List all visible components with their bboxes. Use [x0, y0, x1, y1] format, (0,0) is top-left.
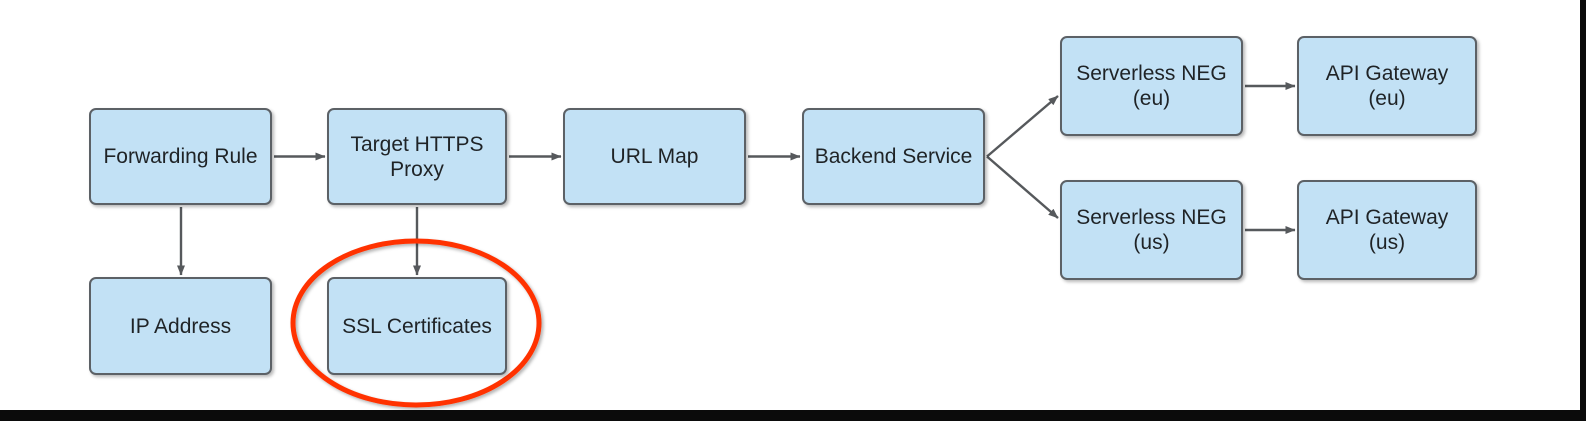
- node-label: Forwarding Rule: [103, 145, 258, 168]
- node-target-https-proxy[interactable]: Target HTTPS Proxy: [327, 108, 507, 205]
- window-bottom-edge: [0, 410, 1586, 421]
- highlight-ellipse: [290, 238, 542, 408]
- node-serverless-neg-us[interactable]: Serverless NEG (us): [1060, 180, 1243, 280]
- window-right-edge: [1580, 0, 1586, 421]
- node-serverless-neg-eu[interactable]: Serverless NEG (eu): [1060, 36, 1243, 136]
- node-label: Target HTTPS Proxy: [350, 132, 484, 181]
- node-label: IP Address: [129, 314, 232, 338]
- edge-backend-service-to-serverless-neg-us: [986, 155, 1059, 219]
- node-url-map[interactable]: URL Map: [563, 108, 746, 205]
- node-label: API Gateway (us): [1325, 206, 1449, 254]
- node-label: Serverless NEG (eu): [1076, 62, 1227, 110]
- node-api-gateway-us[interactable]: API Gateway (us): [1297, 180, 1477, 280]
- node-label: Backend Service: [814, 145, 973, 168]
- node-ip-address[interactable]: IP Address: [89, 277, 272, 375]
- node-backend-service[interactable]: Backend Service: [802, 108, 985, 205]
- node-label: Serverless NEG (us): [1076, 206, 1227, 254]
- node-label: URL Map: [610, 145, 699, 168]
- node-label: API Gateway (eu): [1325, 62, 1449, 110]
- node-label: SSL Certificates: [342, 314, 492, 338]
- node-api-gateway-eu[interactable]: API Gateway (eu): [1297, 36, 1477, 136]
- node-forwarding-rule[interactable]: Forwarding Rule: [89, 108, 272, 205]
- node-ssl-certificates[interactable]: SSL Certificates: [327, 277, 507, 375]
- edge-backend-service-to-serverless-neg-eu: [986, 95, 1059, 158]
